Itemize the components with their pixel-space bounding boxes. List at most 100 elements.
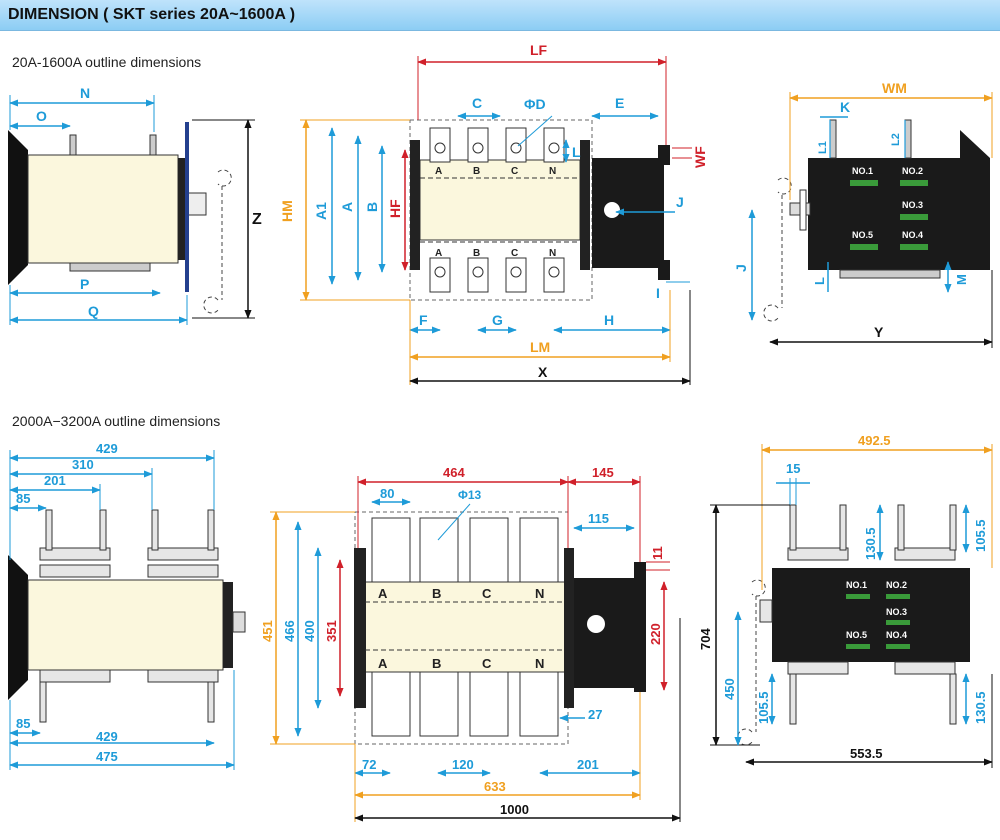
dim-A: A bbox=[339, 202, 355, 212]
dim-120: 120 bbox=[452, 757, 474, 772]
phase-label: B bbox=[473, 166, 480, 177]
dim-15: 15 bbox=[786, 461, 800, 476]
dim-A1: A1 bbox=[313, 202, 329, 220]
dim-201-front: 201 bbox=[577, 757, 599, 772]
dim-1000: 1000 bbox=[500, 802, 529, 817]
dim-130-5-top: 130.5 bbox=[863, 527, 878, 560]
top-side-view: N O P Q Z bbox=[8, 85, 262, 325]
dim-310: 310 bbox=[72, 457, 94, 472]
section-title-bottom: 2000A−3200A outline dimensions bbox=[12, 413, 221, 429]
phase-label: B bbox=[432, 656, 441, 671]
dim-105-5-right: 105.5 bbox=[973, 519, 988, 552]
dim-HM: HM bbox=[279, 200, 295, 222]
dim-85-bottom: 85 bbox=[16, 716, 30, 731]
dim-HF: HF bbox=[387, 199, 403, 218]
dim-115: 115 bbox=[588, 511, 609, 526]
dim-451: 451 bbox=[260, 620, 275, 642]
top-front-view: A B C N A B C N LF C ΦD E WF L J I HM bbox=[279, 42, 708, 385]
phase-label: N bbox=[535, 586, 544, 601]
phase-label: B bbox=[432, 586, 441, 601]
dim-LF: LF bbox=[530, 42, 548, 58]
dim-B: B bbox=[364, 202, 380, 212]
dim-466: 466 bbox=[282, 620, 297, 642]
dim-WM: WM bbox=[882, 80, 907, 96]
dim-130-5-bottom: 130.5 bbox=[973, 691, 988, 724]
switch-label: NO.1 bbox=[846, 580, 867, 590]
dim-L-right: L bbox=[812, 277, 827, 285]
dim-633: 633 bbox=[484, 779, 506, 794]
dim-27: 27 bbox=[588, 707, 602, 722]
phase-label: N bbox=[549, 248, 556, 259]
bottom-side-view: 429 310 201 85 85 429 475 bbox=[8, 441, 246, 770]
switch-label: NO.3 bbox=[886, 607, 907, 617]
phase-label: A bbox=[435, 248, 442, 259]
dim-429-top: 429 bbox=[96, 441, 118, 456]
bottom-right-view: NO.1 NO.2 NO.3 NO.5 NO.4 492.5 15 130.5 … bbox=[698, 433, 993, 768]
dim-J: J bbox=[676, 194, 684, 210]
dim-220: 220 bbox=[648, 623, 663, 645]
switch-label: NO.3 bbox=[902, 200, 923, 210]
dim-351: 351 bbox=[324, 620, 339, 642]
switch-label: NO.2 bbox=[886, 580, 907, 590]
phase-label: C bbox=[482, 656, 492, 671]
top-terminals bbox=[429, 127, 565, 293]
switch-label: NO.4 bbox=[902, 230, 923, 240]
dim-Y: Y bbox=[874, 324, 884, 340]
dim-553-5: 553.5 bbox=[850, 746, 883, 761]
section-title-top: 20A-1600A outline dimensions bbox=[12, 54, 202, 70]
phase-label: B bbox=[473, 248, 480, 259]
dim-G: G bbox=[492, 312, 503, 328]
dim-X: X bbox=[538, 364, 548, 380]
dim-H: H bbox=[604, 312, 614, 328]
dim-85-top: 85 bbox=[16, 491, 30, 506]
phase-label: A bbox=[435, 166, 442, 177]
phase-label: C bbox=[482, 586, 492, 601]
switch-label: NO.5 bbox=[846, 630, 867, 640]
dim-704: 704 bbox=[698, 628, 713, 650]
dim-O: O bbox=[36, 108, 47, 124]
dim-80: 80 bbox=[380, 486, 394, 501]
dim-450: 450 bbox=[722, 678, 737, 700]
dim-11: 11 bbox=[650, 546, 665, 560]
dim-Z: Z bbox=[252, 211, 262, 228]
dim-105-5-left: 105.5 bbox=[756, 691, 771, 724]
dim-L1: L1 bbox=[817, 141, 829, 154]
switch-label: NO.2 bbox=[902, 166, 923, 176]
bottom-front-view: A B C N A B C N 464 145 80 Φ13 115 11 22… bbox=[260, 465, 681, 822]
dim-I: I bbox=[656, 285, 660, 301]
page-title: DIMENSION ( SKT series 20A~1600A ) bbox=[8, 6, 296, 23]
switch-label: NO.1 bbox=[852, 166, 873, 176]
dim-P: P bbox=[80, 276, 89, 292]
dim-phi13: Φ13 bbox=[458, 488, 482, 502]
dim-phi-D: ΦD bbox=[524, 96, 546, 112]
dim-Q: Q bbox=[88, 303, 99, 319]
dim-WF: WF bbox=[692, 146, 708, 168]
phase-label: C bbox=[511, 166, 518, 177]
dim-N: N bbox=[80, 85, 90, 101]
dim-F: F bbox=[419, 312, 428, 328]
phase-label: A bbox=[378, 586, 388, 601]
dim-C: C bbox=[472, 95, 482, 111]
dim-475: 475 bbox=[96, 749, 118, 764]
header-banner: DIMENSION ( SKT series 20A~1600A ) bbox=[0, 0, 1000, 31]
dim-J-right: J bbox=[733, 264, 749, 272]
phase-label: C bbox=[511, 248, 518, 259]
phase-label: N bbox=[549, 166, 556, 177]
dim-K: K bbox=[840, 99, 850, 115]
switch-label: NO.4 bbox=[886, 630, 907, 640]
phase-label: N bbox=[535, 656, 544, 671]
dim-400: 400 bbox=[302, 620, 317, 642]
dim-201: 201 bbox=[44, 473, 66, 488]
dim-LM: LM bbox=[530, 339, 550, 355]
dim-492-5: 492.5 bbox=[858, 433, 891, 448]
dim-429-bottom: 429 bbox=[96, 729, 118, 744]
dim-L2: L2 bbox=[890, 133, 902, 146]
dim-464: 464 bbox=[443, 465, 465, 480]
dim-72: 72 bbox=[362, 757, 376, 772]
dim-E: E bbox=[615, 95, 624, 111]
dim-145: 145 bbox=[592, 465, 614, 480]
dim-M: M bbox=[954, 274, 969, 285]
top-right-view: NO.1 NO.2 NO.3 NO.5 NO.4 WM K L1 L2 J L … bbox=[733, 80, 993, 348]
phase-label: A bbox=[378, 656, 388, 671]
